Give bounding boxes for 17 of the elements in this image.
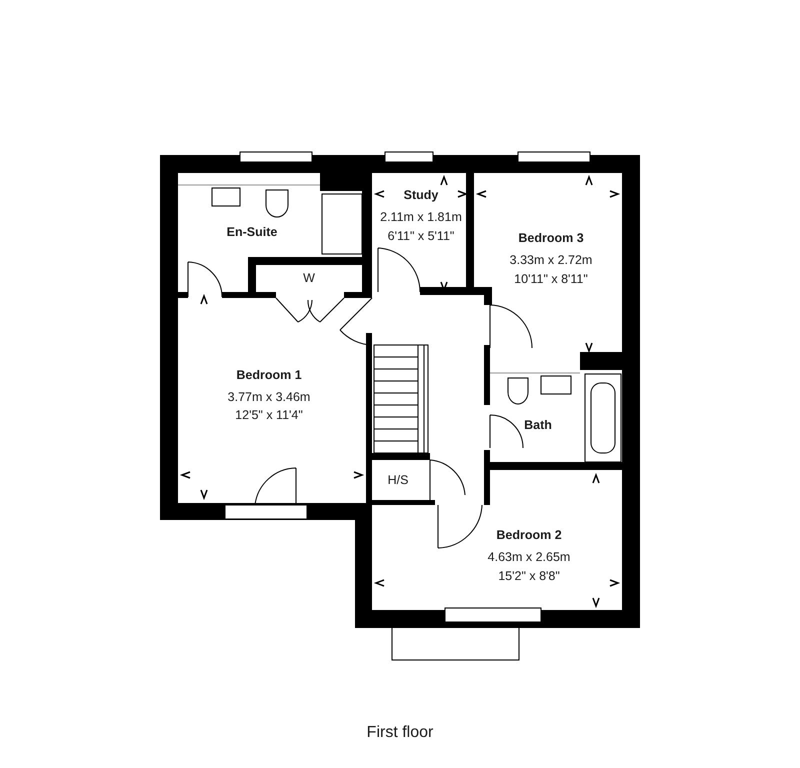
room-dimension: 3.33m x 2.72m <box>510 254 592 266</box>
room-dimension: 4.63m x 2.65m <box>488 550 570 564</box>
room-dimension: 12'5" x 11'4" <box>235 408 303 422</box>
room-name: Study <box>404 188 438 202</box>
room-name: Bedroom 3 <box>518 232 584 244</box>
caption: First floor <box>366 724 434 742</box>
room-name: H/S <box>388 474 408 486</box>
room-dimension: 6'11" x 5'11" <box>388 230 454 242</box>
room-dimension: 10'11" x 8'11" <box>514 272 588 286</box>
room-dimension: 15'2" x 8'8" <box>498 570 560 582</box>
room-name: En-Suite <box>226 226 278 238</box>
room-dimension: 2.11m x 1.81m <box>380 210 462 224</box>
room-name: Bedroom 2 <box>496 528 562 542</box>
room-name: Bedroom 1 <box>236 368 302 382</box>
room-dimension: 3.77m x 3.46m <box>228 390 310 404</box>
room-name: W <box>303 272 315 284</box>
room-name: Bath <box>524 418 552 432</box>
